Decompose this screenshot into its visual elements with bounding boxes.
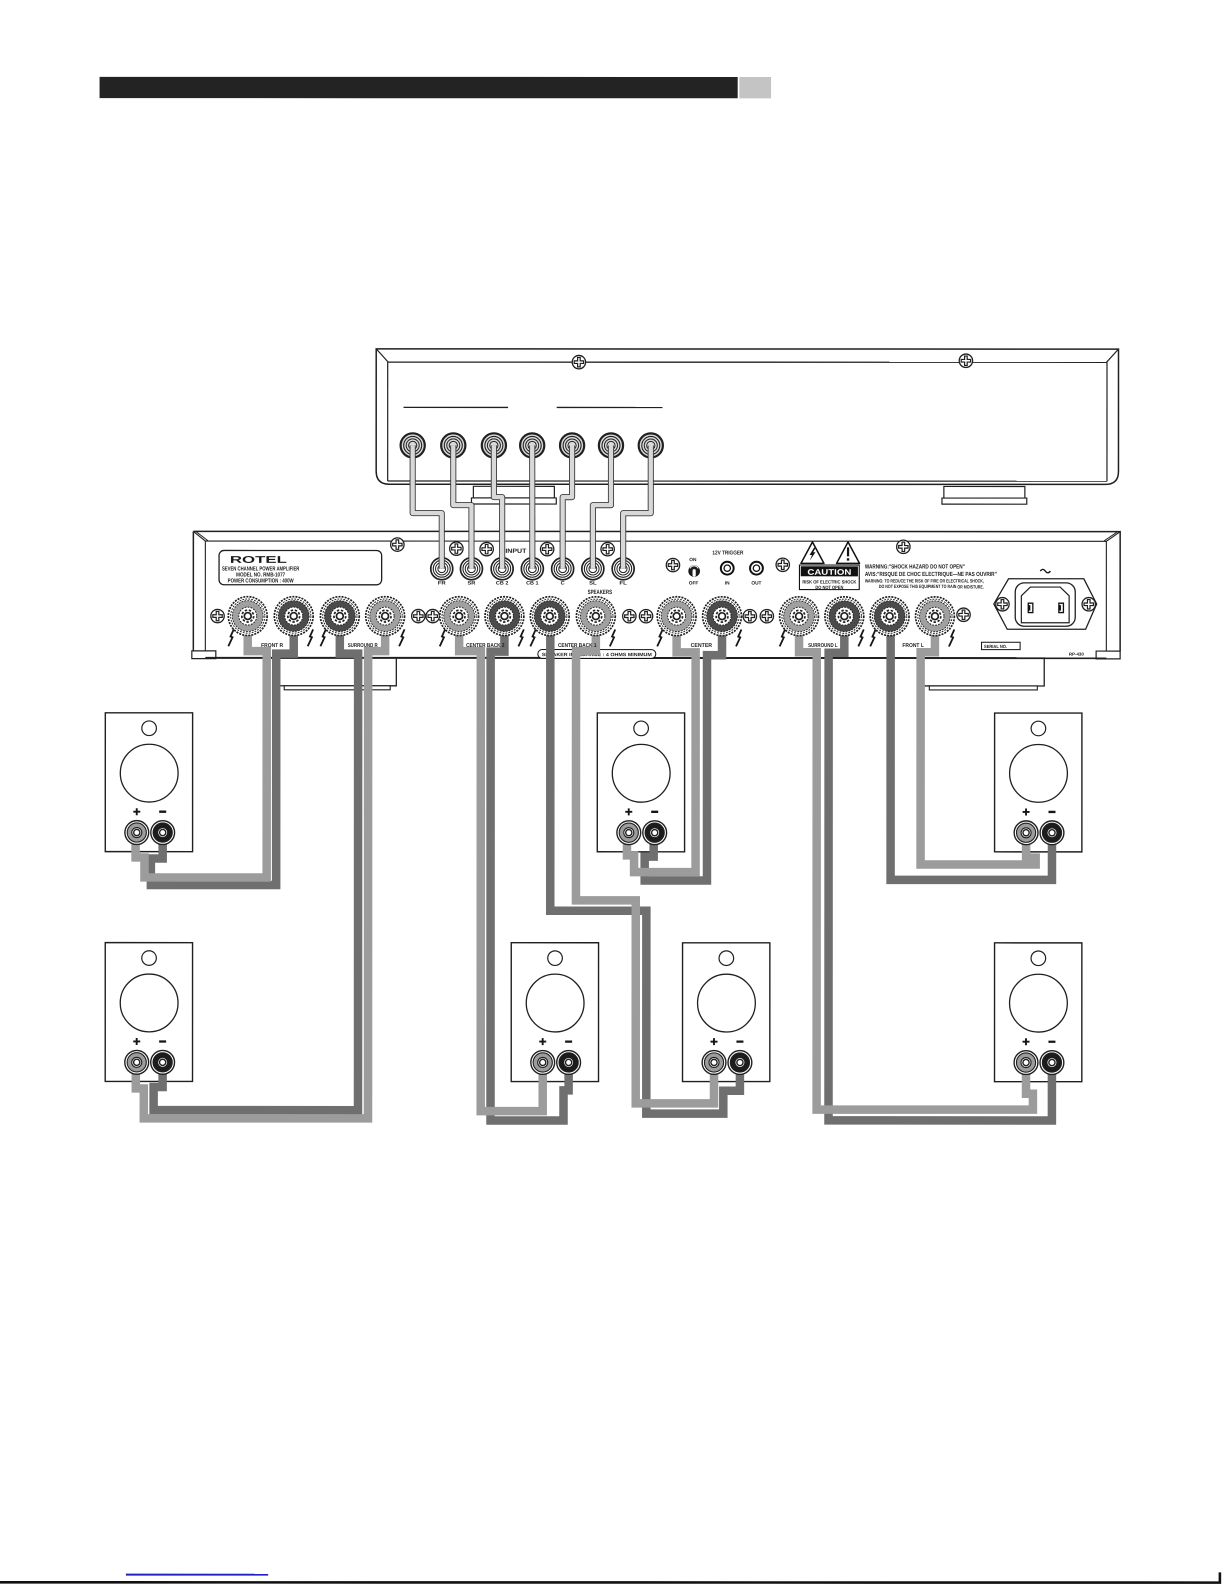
svg-text:CENTER BACK 1: CENTER BACK 1 — [558, 643, 597, 649]
svg-text:MODEL NO. RMB-1077: MODEL NO. RMB-1077 — [236, 571, 286, 578]
svg-text:SERIAL NO.: SERIAL NO. — [984, 644, 1007, 649]
svg-text:AVIS:"RISQUE DE CHOC ELECTRIQU: AVIS:"RISQUE DE CHOC ELECTRIQUE—NE PAS O… — [865, 571, 997, 578]
svg-text:POWER CONSUMPTION : 400W: POWER CONSUMPTION : 400W — [228, 577, 294, 584]
svg-text:FRONT L: FRONT L — [902, 643, 924, 649]
svg-text:CB 1: CB 1 — [526, 581, 539, 587]
svg-text:ON: ON — [689, 557, 697, 563]
svg-text:C: C — [561, 581, 565, 587]
svg-text:INPUT: INPUT — [505, 548, 526, 555]
svg-text:FR: FR — [438, 581, 446, 587]
svg-text:IN: IN — [725, 580, 730, 586]
svg-text:CAUTION: CAUTION — [807, 568, 851, 577]
svg-text:DO NOT OPEN: DO NOT OPEN — [815, 585, 844, 590]
svg-text:CENTER BACK 2: CENTER BACK 2 — [466, 643, 505, 649]
svg-text:OFF: OFF — [689, 580, 699, 586]
svg-text:SEVEN CHANNEL POWER AMPLIFIER: SEVEN CHANNEL POWER AMPLIFIER — [222, 565, 300, 572]
svg-text:FRONT R: FRONT R — [261, 643, 283, 649]
svg-text:SL: SL — [589, 581, 597, 587]
svg-text:SPEAKERS: SPEAKERS — [588, 589, 613, 596]
svg-text:SR: SR — [467, 581, 475, 587]
svg-text:OUT: OUT — [751, 580, 761, 586]
svg-text:CENTER: CENTER — [691, 643, 713, 649]
svg-text:SURROUND L: SURROUND L — [808, 643, 838, 649]
svg-text:RISK OF ELECTRIC SHOCK: RISK OF ELECTRIC SHOCK — [802, 579, 857, 584]
svg-text:RP-430: RP-430 — [1069, 652, 1085, 657]
svg-text:DO NOT EXPOSE THIS EQUIPMENT T: DO NOT EXPOSE THIS EQUIPMENT TO RAIN OR … — [879, 584, 984, 590]
svg-text:WARNING: TO REDUCE THE RISK OF: WARNING: TO REDUCE THE RISK OF FIRE OR E… — [865, 578, 984, 584]
svg-text:ROTEL: ROTEL — [230, 555, 287, 566]
svg-text:WARNING:"SHOCK HAZARD DO NOT O: WARNING:"SHOCK HAZARD DO NOT OPEN" — [865, 564, 965, 571]
svg-text:SURROUND R: SURROUND R — [348, 643, 378, 649]
svg-text:CB 2: CB 2 — [496, 581, 509, 587]
svg-text:12V TRIGGER: 12V TRIGGER — [712, 551, 743, 557]
svg-text:FL: FL — [619, 581, 627, 587]
